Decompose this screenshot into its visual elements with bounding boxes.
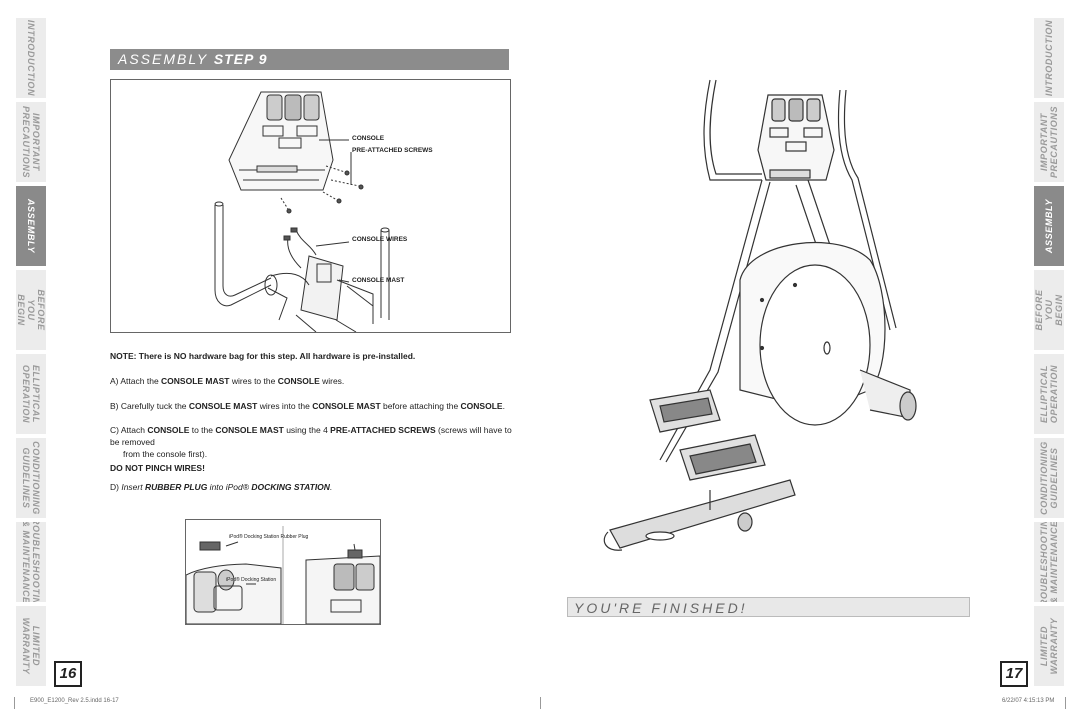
footer-file-info: E900_E1200_Rev 2.5.indd 16-17 [30, 698, 119, 704]
callout-console-mast: CONSOLE MAST [352, 277, 405, 284]
assembly-step-header: ASSEMBLY STEP 9 [110, 49, 509, 70]
tab-assembly[interactable]: ASSEMBLY [16, 186, 46, 266]
tab-label: TROUBLESHOOTING& MAINTENANCE [1039, 522, 1059, 602]
step-number: STEP 9 [213, 51, 268, 67]
tab-label: TROUBLESHOOTING& MAINTENANCE [21, 522, 41, 602]
label-ipod-docking-station: iPod® Docking Station [226, 577, 277, 583]
callout-console: CONSOLE [352, 135, 385, 142]
ipod-dock-illustration [186, 526, 380, 624]
callout-pre-attached-screws: PRE-ATTACHED SCREWS [352, 147, 433, 154]
step-a: A) Attach the CONSOLE MAST wires to the … [110, 376, 345, 386]
crop-mark [1065, 697, 1066, 709]
tab-label: INTRODUCTION [26, 19, 36, 97]
assembly-figure: CONSOLE PRE-ATTACHED SCREWS CONSOLE WIRE… [110, 79, 511, 333]
tab-label: ASSEMBLY [1044, 198, 1054, 254]
step-c: C) Attach CONSOLE to the CONSOLE MAST us… [110, 425, 512, 459]
label-ipod-rubber-plug: iPod® Docking Station Rubber Plug [229, 534, 309, 540]
console-assembly-illustration [214, 91, 390, 332]
step-prefix: ASSEMBLY [118, 51, 214, 67]
step-d: D) Insert RUBBER PLUG into iPod® DOCKING… [110, 482, 333, 492]
tab-troubleshooting-maintenance[interactable]: TROUBLESHOOTING& MAINTENANCE [16, 522, 46, 602]
elliptical-trainer-illustration [603, 79, 917, 551]
footer-timestamp: 6/22/07 4:15:13 PM [1002, 698, 1055, 704]
callout-console-wires: CONSOLE WIRES [352, 236, 408, 243]
tab-introduction[interactable]: INTRODUCTION [1034, 18, 1064, 98]
tab-troubleshooting-maintenance[interactable]: TROUBLESHOOTING& MAINTENANCE [1034, 522, 1064, 602]
tab-label: INTRODUCTION [1044, 19, 1054, 97]
youre-finished-banner: YOU'RE FINISHED! [567, 597, 970, 617]
page-number-right: 17 [1000, 661, 1028, 687]
ipod-dock-figure: iPod® Docking Station Rubber Plug iPod® … [185, 519, 381, 625]
tab-introduction[interactable]: INTRODUCTION [16, 18, 46, 98]
note-text: NOTE: There is NO hardware bag for this … [110, 351, 416, 361]
page-number-left: 16 [54, 661, 82, 687]
step-b: B) Carefully tuck the CONSOLE MAST wires… [110, 401, 505, 411]
warning-text: DO NOT PINCH WIRES! [110, 463, 205, 473]
tab-label: ASSEMBLY [26, 198, 36, 254]
crop-mark [14, 697, 15, 709]
crop-mark [540, 697, 541, 709]
tab-assembly[interactable]: ASSEMBLY [1034, 186, 1064, 266]
